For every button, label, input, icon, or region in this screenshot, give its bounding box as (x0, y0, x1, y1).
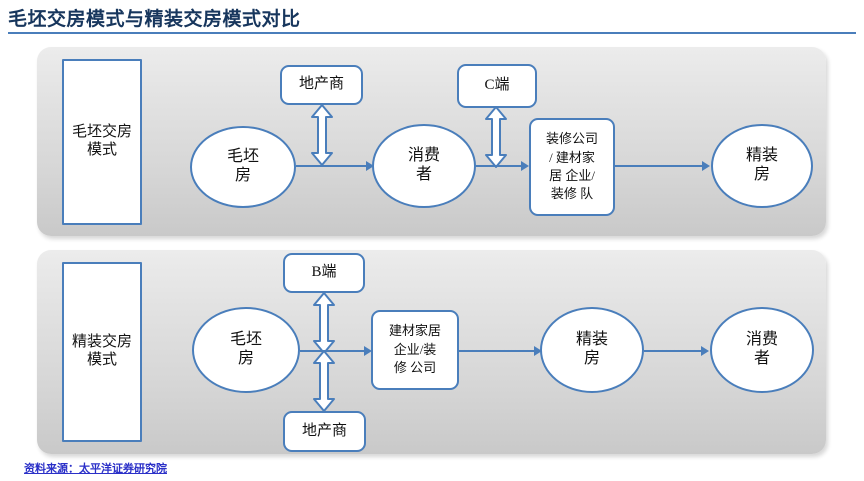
row1-blank-house-line1: 毛坯 (226, 148, 259, 166)
row1-blank-house-line2: 房 (234, 167, 251, 184)
row2-material-line2: 企业/装 (393, 341, 437, 357)
row2-material-line1: 建材家居 (388, 323, 441, 339)
row1-connector-3-arrowhead (702, 161, 710, 171)
row1-node-finished-house: 精装 房 (711, 124, 813, 208)
row2-connector-2 (459, 350, 539, 352)
row1-connector-1 (296, 165, 370, 167)
row1-c-end-label: C端 (484, 77, 510, 94)
row2-node-blank-house: 毛坯 房 (192, 307, 300, 393)
row2-consumer-line1: 消费 (745, 331, 778, 349)
row1-finished-house-line1: 精装 (745, 147, 778, 165)
title-divider (8, 32, 856, 34)
row2-material-line3: 修 公司 (393, 360, 437, 376)
row2-connector-1 (300, 350, 368, 352)
row2-node-material-company: 建材家居 企业/装 修 公司 (371, 310, 459, 390)
row2-node-developer: 地产商 (283, 411, 366, 452)
row1-renovation-line2: / 建材家 (549, 149, 595, 165)
row2-connector-3-arrowhead (701, 346, 709, 356)
row1-node-blank-house: 毛坯 房 (190, 126, 296, 208)
row2-mode-label-box: 精装交房 模式 (62, 262, 142, 442)
row2-consumer-line2: 者 (753, 350, 770, 367)
source-note[interactable]: 资料来源：太平洋证券研究院 (24, 463, 167, 475)
row1-renovation-line4: 装修 队 (550, 186, 594, 202)
row2-blank-house-line1: 毛坯 (229, 331, 262, 349)
row2-mode-label-line2: 模式 (86, 352, 117, 368)
row2-developer-label: 地产商 (301, 422, 347, 439)
row2-double-arrow-developer (312, 350, 336, 412)
row1-mode-label-line1: 毛坯交房 (71, 124, 132, 141)
row1-connector-2-arrowhead (521, 161, 529, 171)
row2-node-b-end: B端 (283, 253, 365, 293)
row2-finished-house-line2: 房 (583, 350, 600, 367)
row1-mode-label-line2: 模式 (86, 142, 117, 158)
row2-node-finished-house: 精装 房 (540, 307, 644, 393)
row1-node-developer: 地产商 (280, 65, 363, 105)
row2-blank-house-line2: 房 (237, 350, 254, 367)
row2-connector-3 (644, 350, 706, 352)
row1-double-arrow-developer (310, 104, 334, 166)
row2-double-arrow-b-end (312, 292, 336, 354)
row1-node-c-end: C端 (457, 64, 537, 108)
row2-connector-2-arrowhead (534, 346, 542, 356)
row1-consumer-line2: 者 (415, 166, 432, 183)
row2-connector-1-arrowhead (364, 346, 372, 356)
row1-consumer-line1: 消费 (407, 147, 440, 165)
row1-double-arrow-c-end (484, 106, 508, 168)
row2-node-consumer: 消费 者 (710, 307, 814, 393)
row1-developer-label: 地产商 (298, 76, 344, 93)
row1-node-consumer: 消费 者 (372, 124, 476, 208)
row1-finished-house-line2: 房 (753, 166, 770, 183)
row1-connector-1-arrowhead (366, 161, 374, 171)
row2-finished-house-line1: 精装 (575, 331, 608, 349)
row2-mode-label-line1: 精装交房 (71, 334, 132, 351)
row1-connector-2 (476, 165, 526, 167)
row1-renovation-line3: 居 企业/ (549, 168, 595, 183)
row2-b-end-label: B端 (311, 264, 337, 281)
row1-renovation-line1: 装修公司 (545, 131, 598, 147)
row1-mode-label-box: 毛坯交房 模式 (62, 59, 142, 225)
row1-connector-3 (615, 165, 707, 167)
page-title: 毛坯交房模式与精装交房模式对比 (8, 9, 301, 30)
row1-node-renovation-company: 装修公司 / 建材家 居 企业/ 装修 队 (529, 118, 615, 216)
